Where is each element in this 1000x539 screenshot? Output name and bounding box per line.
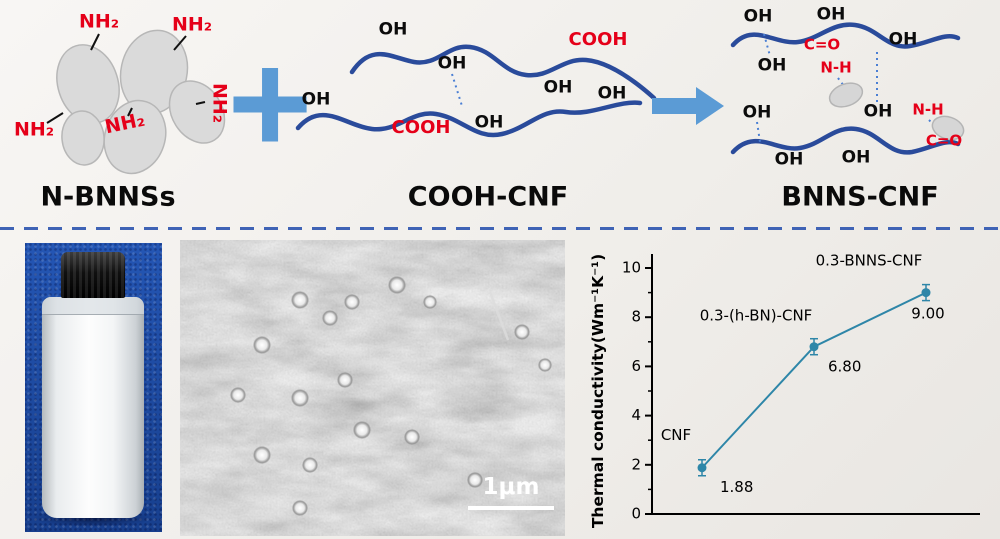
y-tick-label: 10 — [622, 259, 641, 277]
data-point — [809, 342, 819, 352]
amide-label: N-H — [820, 58, 852, 77]
plus-icon: + — [222, 37, 319, 167]
point-category-label: CNF — [661, 426, 691, 444]
nh2-label: NH₂ — [13, 118, 55, 141]
oh-label: OH — [757, 55, 787, 76]
y-tick-label: 6 — [631, 357, 641, 375]
scale-bar — [468, 506, 554, 510]
point-value-label: 6.80 — [828, 358, 861, 376]
sem-scratch — [488, 291, 510, 341]
point-value-label: 1.88 — [720, 478, 753, 496]
oh-label: OH — [474, 112, 504, 133]
suspension-photo — [25, 243, 162, 532]
y-tick-label: 8 — [631, 308, 641, 326]
y-tick-label: 2 — [631, 455, 641, 473]
panel-title-bnns-cnf: BNNS-CNF — [781, 181, 939, 213]
arrow-right-icon — [652, 87, 726, 125]
panel-title-nbnns: N-BNNSs — [40, 181, 176, 213]
panel-title-cooh-cnf: COOH-CNF — [407, 181, 569, 213]
scale-label: 1μm — [482, 474, 540, 500]
bnns-cluster — [56, 29, 226, 175]
scheme-artwork — [46, 22, 965, 175]
oh-label: OH — [742, 102, 772, 123]
oh-label: OH — [743, 6, 773, 27]
chart-canvas: 0 2 4 6 8 10 Thermal conductivity(Wm⁻¹K⁻¹) CNF 1… — [589, 252, 980, 528]
y-tick-label: 0 — [631, 505, 641, 523]
oh-label: OH — [378, 19, 408, 40]
chart-axes — [651, 254, 980, 515]
cooh-cnf-chains — [295, 44, 657, 138]
bnns-particles — [230, 276, 552, 516]
arrow-head — [696, 87, 724, 125]
bottle-cap — [61, 252, 125, 298]
oh-label: OH — [437, 53, 467, 74]
thermal-conductivity-chart: 0 2 4 6 8 10 Thermal conductivity(Wm⁻¹K⁻¹) CNF 1… — [588, 238, 994, 536]
point-category-label: 0.3-BNNS-CNF — [816, 252, 923, 270]
bnns-in-composite — [828, 82, 965, 141]
oh-label: OH — [863, 101, 893, 122]
sem-texture — [180, 240, 565, 536]
y-tick-label: 4 — [631, 406, 641, 424]
bnns-cnf-chains — [730, 22, 961, 155]
oh-label: OH — [543, 77, 573, 98]
oh-label: OH — [774, 149, 804, 170]
hydrogen-bond — [451, 73, 463, 107]
oh-label: OH — [816, 4, 846, 25]
oh-label: OH — [301, 89, 331, 110]
oh-label: OH — [888, 29, 918, 50]
bottle-body — [42, 297, 144, 518]
point-value-label: 9.00 — [911, 305, 944, 323]
arrow-shaft — [652, 98, 696, 114]
data-point — [921, 288, 931, 298]
data-point — [697, 463, 707, 473]
oh-label: OH — [597, 83, 627, 104]
cooh-label: COOH — [568, 29, 628, 50]
nh2-label: NH₂ — [78, 10, 120, 33]
oh-label: OH — [841, 147, 871, 168]
amine-connector-lines — [46, 33, 206, 124]
carbonyl-label: C=O — [803, 35, 841, 54]
divider-dashed — [0, 227, 1000, 230]
point-category-label: 0.3-(h-BN)-CNF — [700, 307, 813, 325]
nh2-label: NH₂ — [171, 13, 213, 36]
cooh-label: COOH — [391, 117, 451, 138]
carbonyl-label: C=O — [925, 131, 963, 150]
sem-image: 1μm — [180, 240, 565, 536]
y-axis-title: Thermal conductivity(Wm⁻¹K⁻¹) — [589, 254, 607, 528]
amide-label: N-H — [912, 100, 944, 119]
